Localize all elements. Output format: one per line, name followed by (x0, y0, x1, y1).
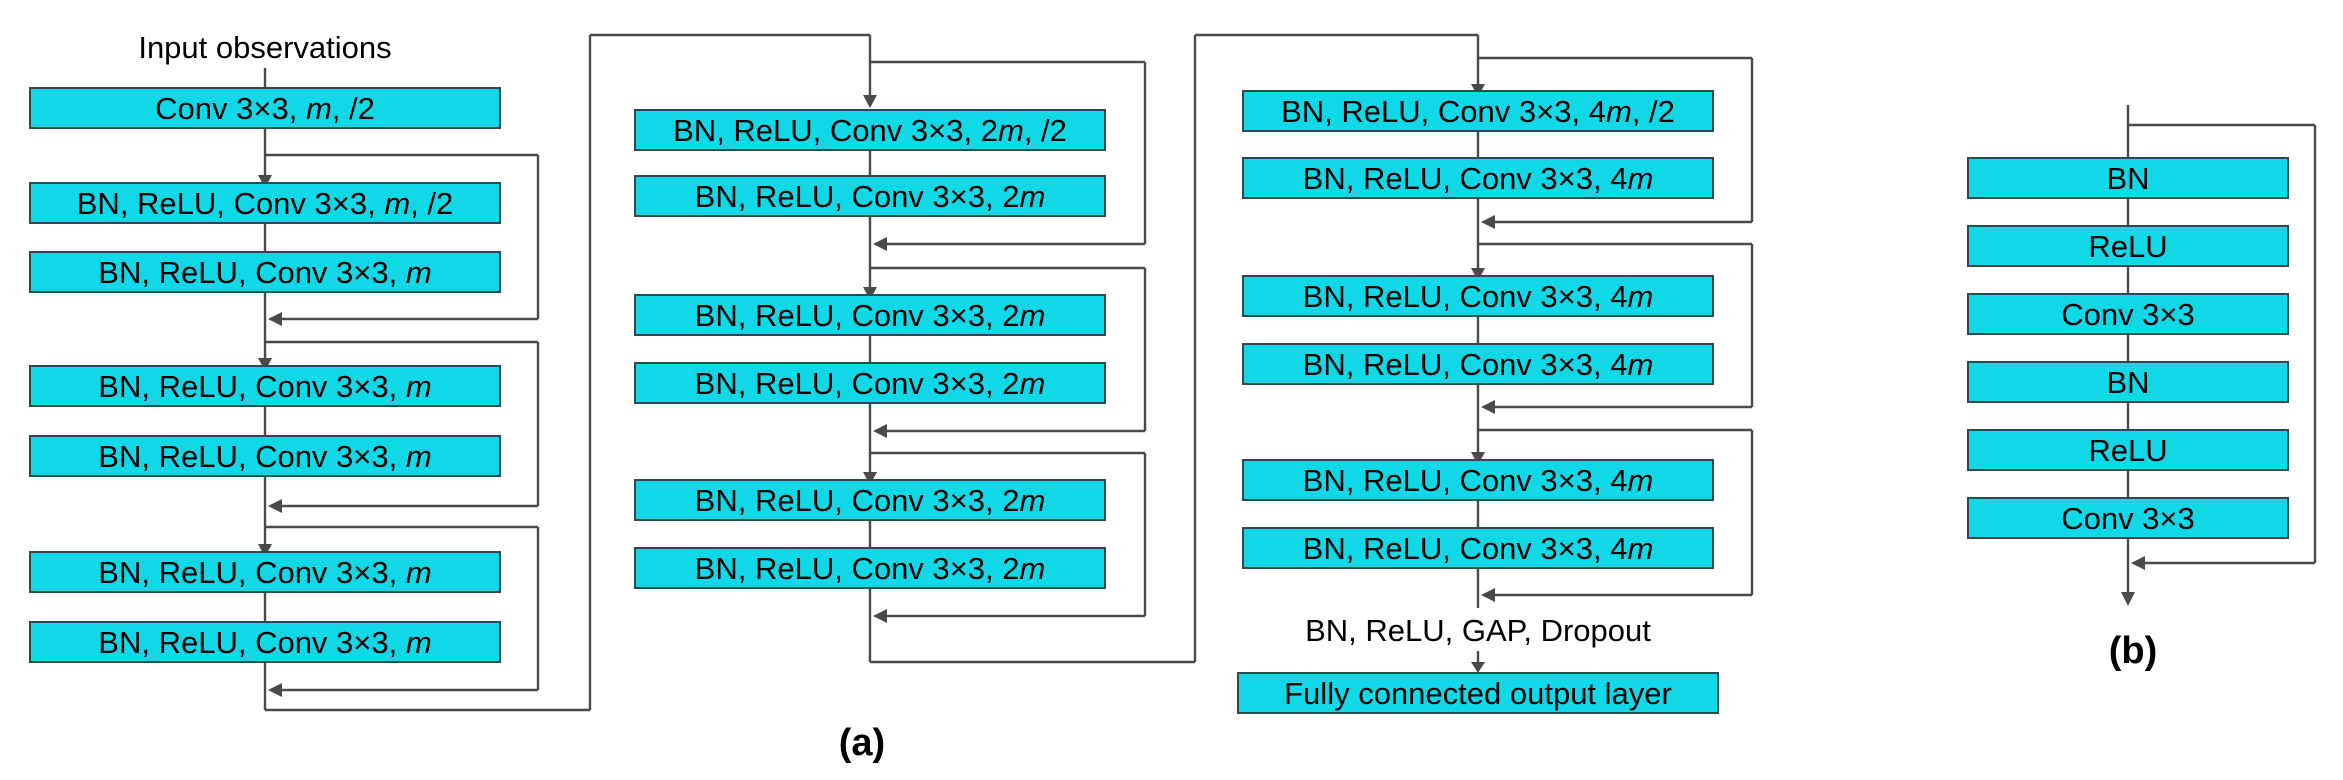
bn-block: BN (1967, 157, 2289, 199)
relu-block: ReLU (1967, 429, 2289, 471)
bn-relu-conv-block: BN, ReLU, Conv 3×3, 2m (634, 547, 1106, 589)
column-1-blocks: Conv 3×3, m, /2 BN, ReLU, Conv 3×3, m, /… (29, 87, 501, 663)
svg-text:BN, ReLU, Conv 3×3, 4m, /2: BN, ReLU, Conv 3×3, 4m, /2 (1281, 94, 1675, 129)
svg-text:ReLU: ReLU (2088, 433, 2167, 468)
bn-relu-conv-block: BN, ReLU, Conv 3×3, 2m (634, 479, 1106, 521)
svg-text:BN, ReLU, Conv 3×3, 2m, /2: BN, ReLU, Conv 3×3, 2m, /2 (673, 113, 1067, 148)
bn-relu-conv-block: BN, ReLU, Conv 3×3, 4m (1242, 343, 1714, 385)
svg-text:BN, ReLU, Conv 3×3, m: BN, ReLU, Conv 3×3, m (98, 369, 431, 404)
bn-relu-conv-block: BN, ReLU, Conv 3×3, 4m (1242, 157, 1714, 199)
svg-text:Conv 3×3, m, /2: Conv 3×3, m, /2 (155, 91, 375, 126)
column-3-blocks: BN, ReLU, Conv 3×3, 4m, /2 BN, ReLU, Con… (1242, 90, 1714, 569)
svg-text:BN, ReLU, Conv 3×3, 2m: BN, ReLU, Conv 3×3, 2m (695, 551, 1046, 586)
bn-relu-conv-block: BN, ReLU, Conv 3×3, 4m (1242, 459, 1714, 501)
column-2-connectors (863, 33, 1485, 664)
bn-relu-conv-block: BN, ReLU, Conv 3×3, 2m (634, 175, 1106, 217)
conv-block: Conv 3×3, m, /2 (29, 87, 501, 129)
panel-b-caption: (b) (2109, 630, 2158, 672)
svg-text:BN, ReLU, Conv 3×3, 2m: BN, ReLU, Conv 3×3, 2m (695, 179, 1046, 214)
bn-relu-conv-block: BN, ReLU, Conv 3×3, m (29, 251, 501, 293)
bn-relu-conv-block: BN, ReLU, Conv 3×3, 4m (1242, 527, 1714, 569)
svg-text:BN, ReLU, Conv 3×3, m: BN, ReLU, Conv 3×3, m (98, 555, 431, 590)
bn-relu-conv-block: BN, ReLU, Conv 3×3, m, /2 (29, 182, 501, 224)
svg-text:BN, ReLU, Conv 3×3, m: BN, ReLU, Conv 3×3, m (98, 625, 431, 660)
column-3-connectors (1471, 56, 1754, 673)
svg-text:BN: BN (2106, 365, 2149, 400)
bn-relu-conv-block: BN, ReLU, Conv 3×3, 4m (1242, 275, 1714, 317)
bn-relu-conv-block: BN, ReLU, Conv 3×3, m (29, 435, 501, 477)
svg-text:BN, ReLU, Conv 3×3, 2m: BN, ReLU, Conv 3×3, 2m (695, 366, 1046, 401)
svg-text:BN, ReLU, Conv 3×3, 4m: BN, ReLU, Conv 3×3, 4m (1303, 161, 1654, 196)
panel-b-connectors (2121, 105, 2317, 606)
svg-text:BN, ReLU, Conv 3×3, 2m: BN, ReLU, Conv 3×3, 2m (695, 483, 1046, 518)
svg-text:BN, ReLU, Conv 3×3, 2m: BN, ReLU, Conv 3×3, 2m (695, 298, 1046, 333)
bn-block: BN (1967, 361, 2289, 403)
svg-text:BN, ReLU, Conv 3×3, m: BN, ReLU, Conv 3×3, m (98, 255, 431, 290)
input-observations-label: Input observations (138, 30, 391, 65)
bn-relu-conv-block: BN, ReLU, Conv 3×3, 2m (634, 294, 1106, 336)
svg-text:BN, ReLU, Conv 3×3, 4m: BN, ReLU, Conv 3×3, 4m (1303, 347, 1654, 382)
conv-block: Conv 3×3 (1967, 497, 2289, 539)
svg-text:BN, ReLU, Conv 3×3, m: BN, ReLU, Conv 3×3, m (98, 439, 431, 474)
svg-text:BN, ReLU, Conv 3×3, 4m: BN, ReLU, Conv 3×3, 4m (1303, 531, 1654, 566)
bn-relu-conv-block: BN, ReLU, Conv 3×3, m (29, 365, 501, 407)
bn-relu-conv-block: BN, ReLU, Conv 3×3, m (29, 551, 501, 593)
panel-b-blocks: BN ReLU Conv 3×3 BN ReLU Conv 3×3 (1967, 157, 2289, 539)
svg-text:Conv 3×3: Conv 3×3 (2061, 297, 2195, 332)
relu-block: ReLU (1967, 225, 2289, 267)
panel-a-caption: (a) (839, 722, 885, 764)
bn-relu-conv-block: BN, ReLU, Conv 3×3, 4m, /2 (1242, 90, 1714, 132)
svg-text:BN: BN (2106, 161, 2149, 196)
output-layer-block: Fully connected output layer (1237, 672, 1719, 714)
bn-relu-conv-block: BN, ReLU, Conv 3×3, m (29, 621, 501, 663)
conv-block: Conv 3×3 (1967, 293, 2289, 335)
bn-relu-conv-block: BN, ReLU, Conv 3×3, 2m (634, 362, 1106, 404)
svg-text:Fully connected output layer: Fully connected output layer (1284, 676, 1672, 711)
head-layers-label: BN, ReLU, GAP, Dropout (1305, 613, 1651, 648)
svg-text:BN, ReLU, Conv 3×3, 4m: BN, ReLU, Conv 3×3, 4m (1303, 463, 1654, 498)
svg-text:Conv 3×3: Conv 3×3 (2061, 501, 2195, 536)
svg-text:BN, ReLU, Conv 3×3, 4m: BN, ReLU, Conv 3×3, 4m (1303, 279, 1654, 314)
svg-text:ReLU: ReLU (2088, 229, 2167, 264)
column-2-blocks: BN, ReLU, Conv 3×3, 2m, /2 BN, ReLU, Con… (634, 109, 1106, 589)
bn-relu-conv-block: BN, ReLU, Conv 3×3, 2m, /2 (634, 109, 1106, 151)
svg-text:BN, ReLU, Conv 3×3, m, /2: BN, ReLU, Conv 3×3, m, /2 (77, 186, 454, 221)
